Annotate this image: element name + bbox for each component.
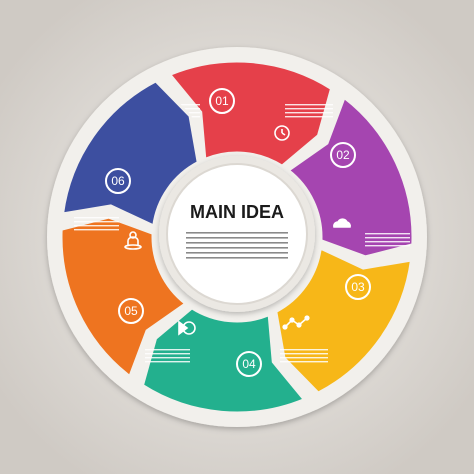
segment-03-text-placeholder: [365, 233, 410, 247]
segment-05: [59, 215, 189, 380]
center-circle: [166, 163, 308, 305]
segment-03-number: 03: [351, 280, 365, 294]
segment-05-text-placeholder: [145, 349, 190, 363]
segment-06-text-placeholder: [74, 217, 119, 231]
center-title: MAIN IDEA: [190, 202, 284, 222]
segment-06: [60, 79, 200, 229]
clock-icon: [274, 125, 290, 141]
segment-01-number: 01: [215, 94, 229, 108]
play-target-icon: [178, 320, 196, 336]
segment-01: [167, 59, 334, 169]
person-icon: [124, 231, 142, 250]
segment-04: [140, 305, 307, 415]
segment-04-text-placeholder: [280, 349, 328, 363]
line-chart-icon: [282, 315, 310, 330]
segment-03-badge: 03: [345, 274, 371, 300]
segment-05-badge: 05: [118, 298, 144, 324]
segment-03: [274, 245, 414, 395]
cloud-icon: [333, 218, 351, 228]
segment-02-text-placeholder: [285, 104, 333, 118]
segment-04-badge: 04: [236, 351, 262, 377]
segments-group: 01 02 03 04 05 06: [59, 59, 415, 415]
segment-04-number: 04: [242, 357, 256, 371]
segment-01-badge: 01: [209, 88, 235, 114]
segment-02-badge: 02: [330, 142, 356, 168]
segment-05-number: 05: [124, 304, 138, 318]
segment-06-number: 06: [111, 174, 125, 188]
segment-06-badge: 06: [105, 168, 131, 194]
segment-02: [285, 94, 415, 259]
center-text-placeholder: [186, 232, 288, 259]
segment-02-number: 02: [336, 148, 350, 162]
